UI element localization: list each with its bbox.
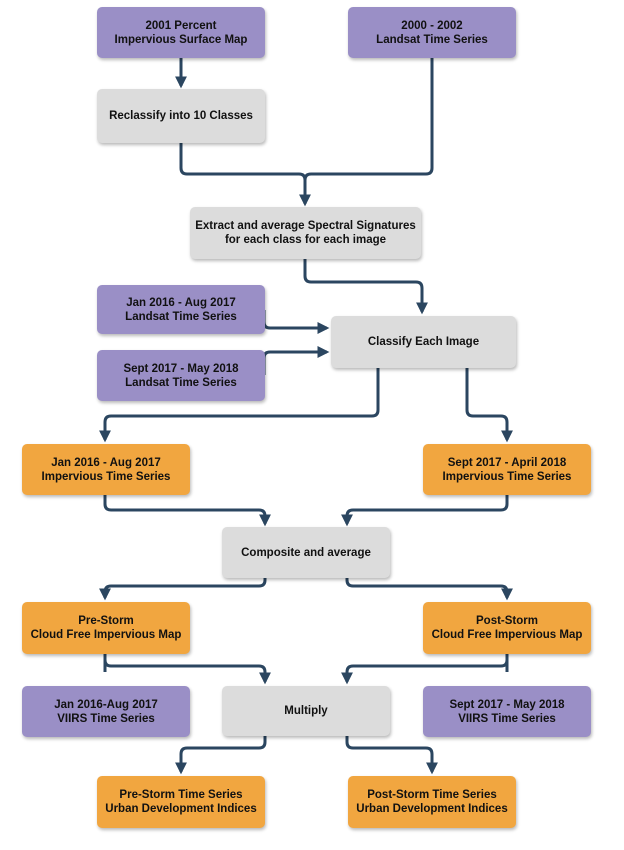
node-impervious-sept2017-apr2018-label: Sept 2017 - April 2018 Impervious Time S… [442,456,572,483]
edge-landsat2000-to-extract [303,58,434,181]
node-post-storm-map: Post-Storm Cloud Free Impervious Map [423,602,591,654]
edge-impervious-sept2017-to-composite [341,495,509,527]
node-landsat-jan2016-aug2017-label: Jan 2016 - Aug 2017 Landsat Time Series [125,296,237,323]
node-reclassify-label: Reclassify into 10 Classes [109,110,253,122]
node-impervious-2001-label: 2001 Percent Impervious Surface Map [114,19,248,46]
node-multiply-label: Multiply [284,705,328,717]
node-pre-storm-map: Pre-Storm Cloud Free Impervious Map [22,602,190,654]
node-multiply: Multiply [222,686,390,736]
edge-multiply-to-prestorm-indices [175,736,267,775]
node-landsat-2000-2002-label: 2000 - 2002 Landsat Time Series [376,19,488,46]
node-post-storm-map-label: Post-Storm Cloud Free Impervious Map [431,615,583,641]
node-impervious-jan2016-aug2017: Jan 2016 - Aug 2017 Impervious Time Seri… [22,444,190,495]
node-extract-signatures: Extract and average Spectral Signatures … [190,207,421,259]
node-viirs-sept2017-may2018: Sept 2017 - May 2018 VIIRS Time Series [423,686,591,737]
node-composite-average: Composite and average [222,527,390,578]
node-pre-storm-indices-label: Pre-Storm Time Series Urban Development … [105,789,257,815]
edge-prestorm-map-to-multiply [103,654,271,685]
node-viirs-jan2016-aug2017-label: Jan 2016-Aug 2017 VIIRS Time Series [54,698,158,725]
node-impervious-2001: 2001 Percent Impervious Surface Map [97,7,265,58]
edge-landsat-jan2016-to-classify [262,310,330,334]
node-classify-each-image-label: Classify Each Image [367,336,480,348]
edge-reclassify-to-extract [179,143,311,207]
edge-landsat-sept2017-to-classify [262,346,330,375]
node-pre-storm-indices: Pre-Storm Time Series Urban Development … [97,776,265,828]
node-pre-storm-map-label: Pre-Storm Cloud Free Impervious Map [30,615,182,641]
node-impervious-sept2017-apr2018: Sept 2017 - April 2018 Impervious Time S… [423,444,591,495]
node-extract-signatures-label: Extract and average Spectral Signatures … [195,220,416,246]
node-classify-each-image: Classify Each Image [331,316,516,368]
edge-composite-to-poststorm-map [345,578,513,601]
node-impervious-jan2016-aug2017-label: Jan 2016 - Aug 2017 Impervious Time Seri… [41,456,171,483]
edge-classify-to-impervious-sept2017 [465,368,513,443]
edge-multiply-to-poststorm-indices [345,736,438,775]
node-post-storm-indices-label: Post-Storm Time Series Urban Development… [356,789,508,815]
edge-poststorm-map-to-multiply [341,654,509,685]
edge-extract-to-classify [303,259,428,315]
node-landsat-jan2016-aug2017: Jan 2016 - Aug 2017 Landsat Time Series [97,285,265,334]
node-composite-average-label: Composite and average [241,546,371,559]
node-landsat-2000-2002: 2000 - 2002 Landsat Time Series [348,7,516,58]
node-post-storm-indices: Post-Storm Time Series Urban Development… [348,776,516,828]
edge-classify-to-impervious-jan2016 [99,368,380,443]
node-reclassify: Reclassify into 10 Classes [97,89,265,143]
edge-composite-to-prestorm-map [99,578,267,601]
node-viirs-jan2016-aug2017: Jan 2016-Aug 2017 VIIRS Time Series [22,686,190,737]
edge-impervious-jan2016-to-composite [103,495,271,527]
node-viirs-sept2017-may2018-label: Sept 2017 - May 2018 VIIRS Time Series [449,698,565,725]
node-landsat-sept2017-may2018: Sept 2017 - May 2018 Landsat Time Series [97,350,265,401]
node-landsat-sept2017-may2018-label: Sept 2017 - May 2018 Landsat Time Series [123,362,239,389]
